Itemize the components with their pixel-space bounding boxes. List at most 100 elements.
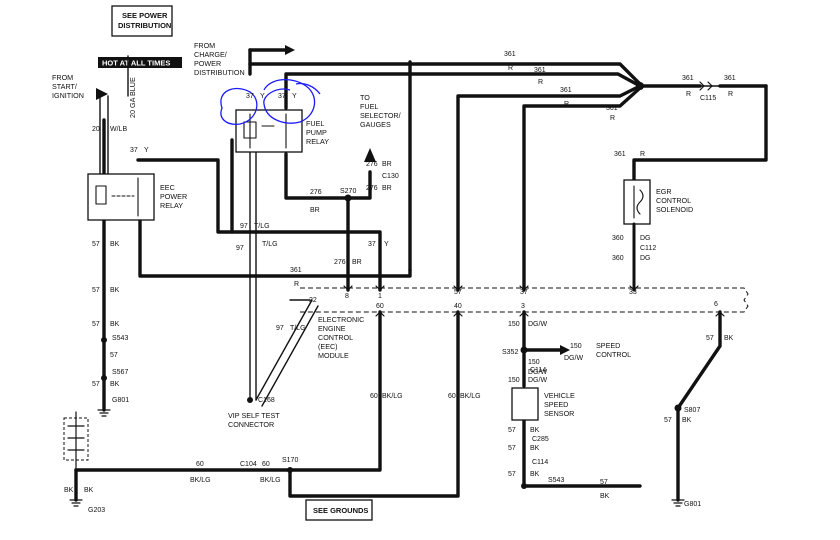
svg-text:S543: S543 [112,335,128,342]
svg-text:57: 57 [92,381,100,388]
see-power-label-1: SEE POWER [122,11,168,20]
svg-text:37: 37 [246,93,254,100]
see-grounds-label: SEE GROUNDS [313,506,368,515]
svg-text:BK: BK [530,427,540,434]
svg-text:S567: S567 [112,369,128,376]
svg-text:BR: BR [382,185,392,192]
svg-text:C114: C114 [532,459,548,466]
eec-relay-label-2: POWER [160,192,187,201]
svg-text:Y: Y [144,147,149,154]
svg-text:C114: C114 [530,367,546,374]
svg-text:R: R [508,65,513,72]
svg-text:150: 150 [528,359,540,366]
eec-power-relay-box [87,173,155,221]
svg-text:R: R [640,151,645,158]
svg-text:G203: G203 [88,507,105,514]
eec-module-outline [300,287,749,313]
svg-text:C112: C112 [640,245,656,252]
svg-text:BK: BK [724,335,734,342]
to-fuel-1: TO [360,93,370,102]
vss-label-1: VEHICLE [544,391,575,400]
to-fuel-2: FUEL [360,102,378,111]
eec-module-label-1: ELECTRONIC [318,315,364,324]
from-charge-arrow-icon [285,45,295,55]
svg-text:57: 57 [92,321,100,328]
svg-text:C168: C168 [258,397,275,404]
svg-text:361: 361 [724,75,736,82]
hand-annotation [220,79,321,125]
svg-text:97: 97 [276,325,284,332]
svg-text:276: 276 [366,161,378,168]
egr-solenoid-box [623,179,651,225]
eec-relay-label-3: RELAY [160,201,183,210]
svg-text:BK: BK [64,487,74,494]
svg-text:BK: BK [110,321,120,328]
ground-symbols [69,409,685,507]
svg-text:97: 97 [240,223,248,230]
svg-text:DG/W: DG/W [528,369,547,376]
svg-text:W/LB: W/LB [110,126,127,133]
svg-text:57: 57 [110,352,118,359]
svg-text:276: 276 [366,185,378,192]
vss-label-2: SPEED [544,400,568,409]
svg-text:150: 150 [508,321,520,328]
svg-text:G801: G801 [684,501,701,508]
svg-text:BR: BR [352,259,362,266]
svg-text:DG/W: DG/W [528,321,547,328]
svg-text:T/LG: T/LG [254,223,270,230]
svg-text:DG: DG [640,255,651,262]
svg-text:150: 150 [508,377,520,384]
egr-label-1: EGR [656,187,672,196]
svg-text:BK/LG: BK/LG [190,477,211,484]
from-charge-2: CHARGE/ [194,50,227,59]
hot-at-all-times-label: HOT AT ALL TIMES [102,59,170,68]
svg-text:R: R [538,79,543,86]
svg-text:R: R [294,281,299,288]
svg-text:G801: G801 [112,397,129,404]
svg-text:BK: BK [110,241,120,248]
to-fuel-arrow-icon [364,148,376,162]
to-fuel-3: SELECTOR/ [360,111,401,120]
svg-text:BK: BK [530,471,540,478]
eec-module-label-2: ENGINE [318,324,346,333]
svg-text:57: 57 [92,241,100,248]
svg-text:BK: BK [600,493,610,500]
svg-text:150: 150 [570,343,582,350]
svg-text:361: 361 [606,105,618,112]
eec-relay-label-1: EEC [160,183,175,192]
svg-text:BK: BK [530,445,540,452]
ga-blue-label: 20 GA BLUE [128,77,137,118]
svg-text:57: 57 [508,445,516,452]
svg-text:37: 37 [130,147,138,154]
eec-module-label-5: MODULE [318,351,349,360]
svg-text:BK/LG: BK/LG [260,477,281,484]
from-start-3: IGNITION [52,91,84,100]
thin-wires [99,67,721,407]
see-grounds-box [305,499,373,521]
svg-text:57: 57 [664,417,672,424]
from-charge-3: POWER [194,59,221,68]
svg-text:S807: S807 [684,407,700,414]
wire-tags: 361 R 361 R 361 R 361 R 361 R 361 R C115… [64,51,736,514]
svg-text:361: 361 [614,151,626,158]
svg-text:361: 361 [504,51,516,58]
svg-text:97: 97 [236,245,244,252]
svg-text:60: 60 [448,393,456,400]
svg-text:BK: BK [110,287,120,294]
from-start-arrow-icon [96,88,108,100]
svg-text:S170: S170 [282,457,298,464]
fuel-pump-relay-label-2: PUMP [306,128,327,137]
eec-module-label-4: (EEC) [318,342,338,351]
svg-text:60: 60 [370,393,378,400]
svg-text:S270: S270 [340,188,356,195]
eec-pin-numbers: 8 1 57 37 33 22 60 40 3 6 [309,289,718,310]
svg-text:57: 57 [92,287,100,294]
svg-text:Y: Y [260,93,265,100]
speed-control-1: SPEED [596,341,620,350]
svg-text:360: 360 [612,255,624,262]
svg-text:60: 60 [262,461,270,468]
eec-power-relay-internal [95,177,139,217]
vip-label-2: CONNECTOR [228,420,274,429]
from-charge-4: DISTRIBUTION [194,68,245,77]
